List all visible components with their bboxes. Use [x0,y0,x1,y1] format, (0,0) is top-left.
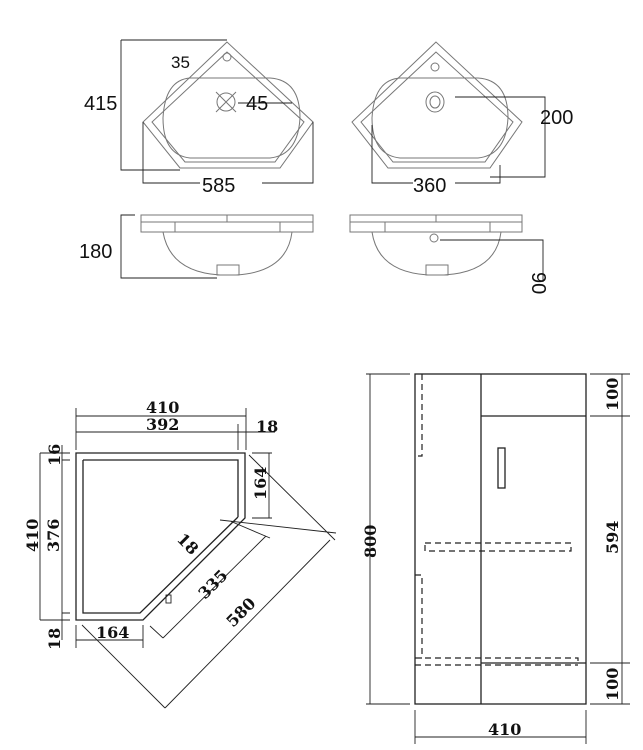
cabinet-plan-view: 410 392 18 16 410 376 18 164 164 18 335 … [23,398,337,709]
dim-basin-height: 415 [84,93,117,115]
dim-door-height: 594 [603,521,622,554]
cabinet-front-elevation: 800 100 594 100 410 [361,373,630,744]
basin-top-view-plain: 200 360 [351,41,573,197]
basin-side-views: 180 90 [79,214,549,294]
dim-basin-side-height: 180 [79,241,112,263]
dim-plan-depth: 410 [23,519,42,552]
dim-front-inner: 335 [194,566,231,603]
dim-overflow: 90 [527,272,549,294]
basin-top-view-tap: 415 35 45 585 [84,39,314,197]
dim-side-right: 164 [251,467,270,500]
dim-plan-inner-width: 392 [146,415,179,434]
dim-tap-hole: 35 [171,53,190,72]
dim-plinth-bottom: 100 [603,668,622,701]
dim-plan-width: 410 [146,398,179,417]
dim-waste: 45 [246,93,268,115]
dim-plinth-top: 100 [603,378,622,411]
dim-diagonal: 580 [222,594,259,631]
dim-panel-right: 18 [256,417,278,436]
door-handle [497,447,506,489]
dim-bowl-width: 360 [413,175,446,197]
dim-basin-width: 585 [202,175,235,197]
dim-panel-bottom: 18 [45,628,64,650]
dim-cabinet-width: 410 [488,720,521,739]
dim-panel-top: 16 [45,444,64,466]
dim-front-panel: 18 [173,529,202,558]
dim-plan-inner-depth: 376 [44,519,63,552]
dim-side-bottom: 164 [96,623,129,642]
dim-basin-depth: 200 [540,107,573,129]
dim-cabinet-height: 800 [361,525,380,558]
